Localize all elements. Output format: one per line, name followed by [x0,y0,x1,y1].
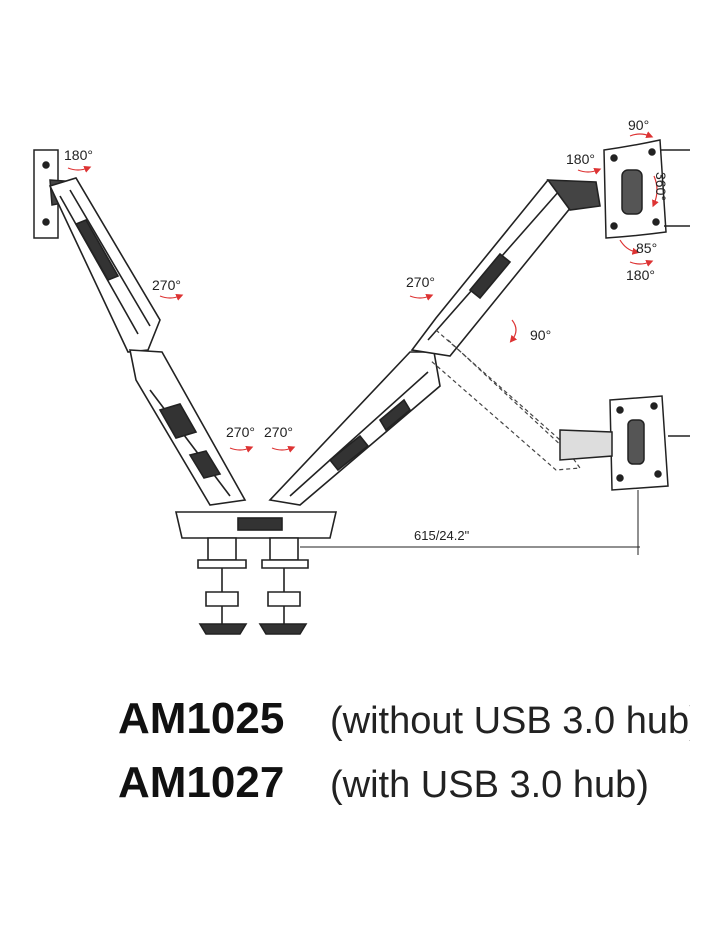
left-upper-joint-label: 270° [152,277,181,293]
left-base-joint-label: 270° [226,424,255,440]
right-vesa-plate-bottom [559,395,690,491]
head-rotate-label: 360° [653,172,669,201]
head-swivel-bottom-label: 180° [626,267,655,283]
model-description: (without USB 3.0 hub) [330,700,702,742]
left-monitor-swivel-label: 180° [64,147,93,163]
left-lower-arm [129,349,247,506]
right-tilt-label: 90° [530,327,551,343]
model-row-am1027: AM1027 (with USB 3.0 hub) [118,758,649,808]
right-upper-joint-label: 270° [406,274,435,290]
right-crop-mask [690,690,720,760]
reach-dimension [300,490,640,555]
desk-clamp-base [174,511,338,635]
head-tilt-down-label: 85° [636,240,657,256]
right-arm-alt-position [429,329,582,471]
left-upper-arm [48,177,161,353]
model-code: AM1025 [118,694,285,743]
model-description: (with USB 3.0 hub) [330,764,649,806]
head-tilt-top-label: 90° [628,117,649,133]
model-code: AM1027 [118,758,285,807]
right-vesa-plate-top [603,139,690,239]
head-swivel-label: 180° [566,151,595,167]
reach-dimension-label: 615/24.2" [414,528,470,543]
model-row-am1025: AM1025 (without USB 3.0 hub) [118,694,702,744]
rotation-arrows [67,131,659,453]
right-base-joint-label: 270° [264,424,293,440]
right-upper-arm [410,178,601,357]
right-lower-arm [268,351,441,506]
dual-monitor-arm-diagram: 615/24.2" 180° 270° 270° 270° 270° 90° 9… [33,117,690,635]
